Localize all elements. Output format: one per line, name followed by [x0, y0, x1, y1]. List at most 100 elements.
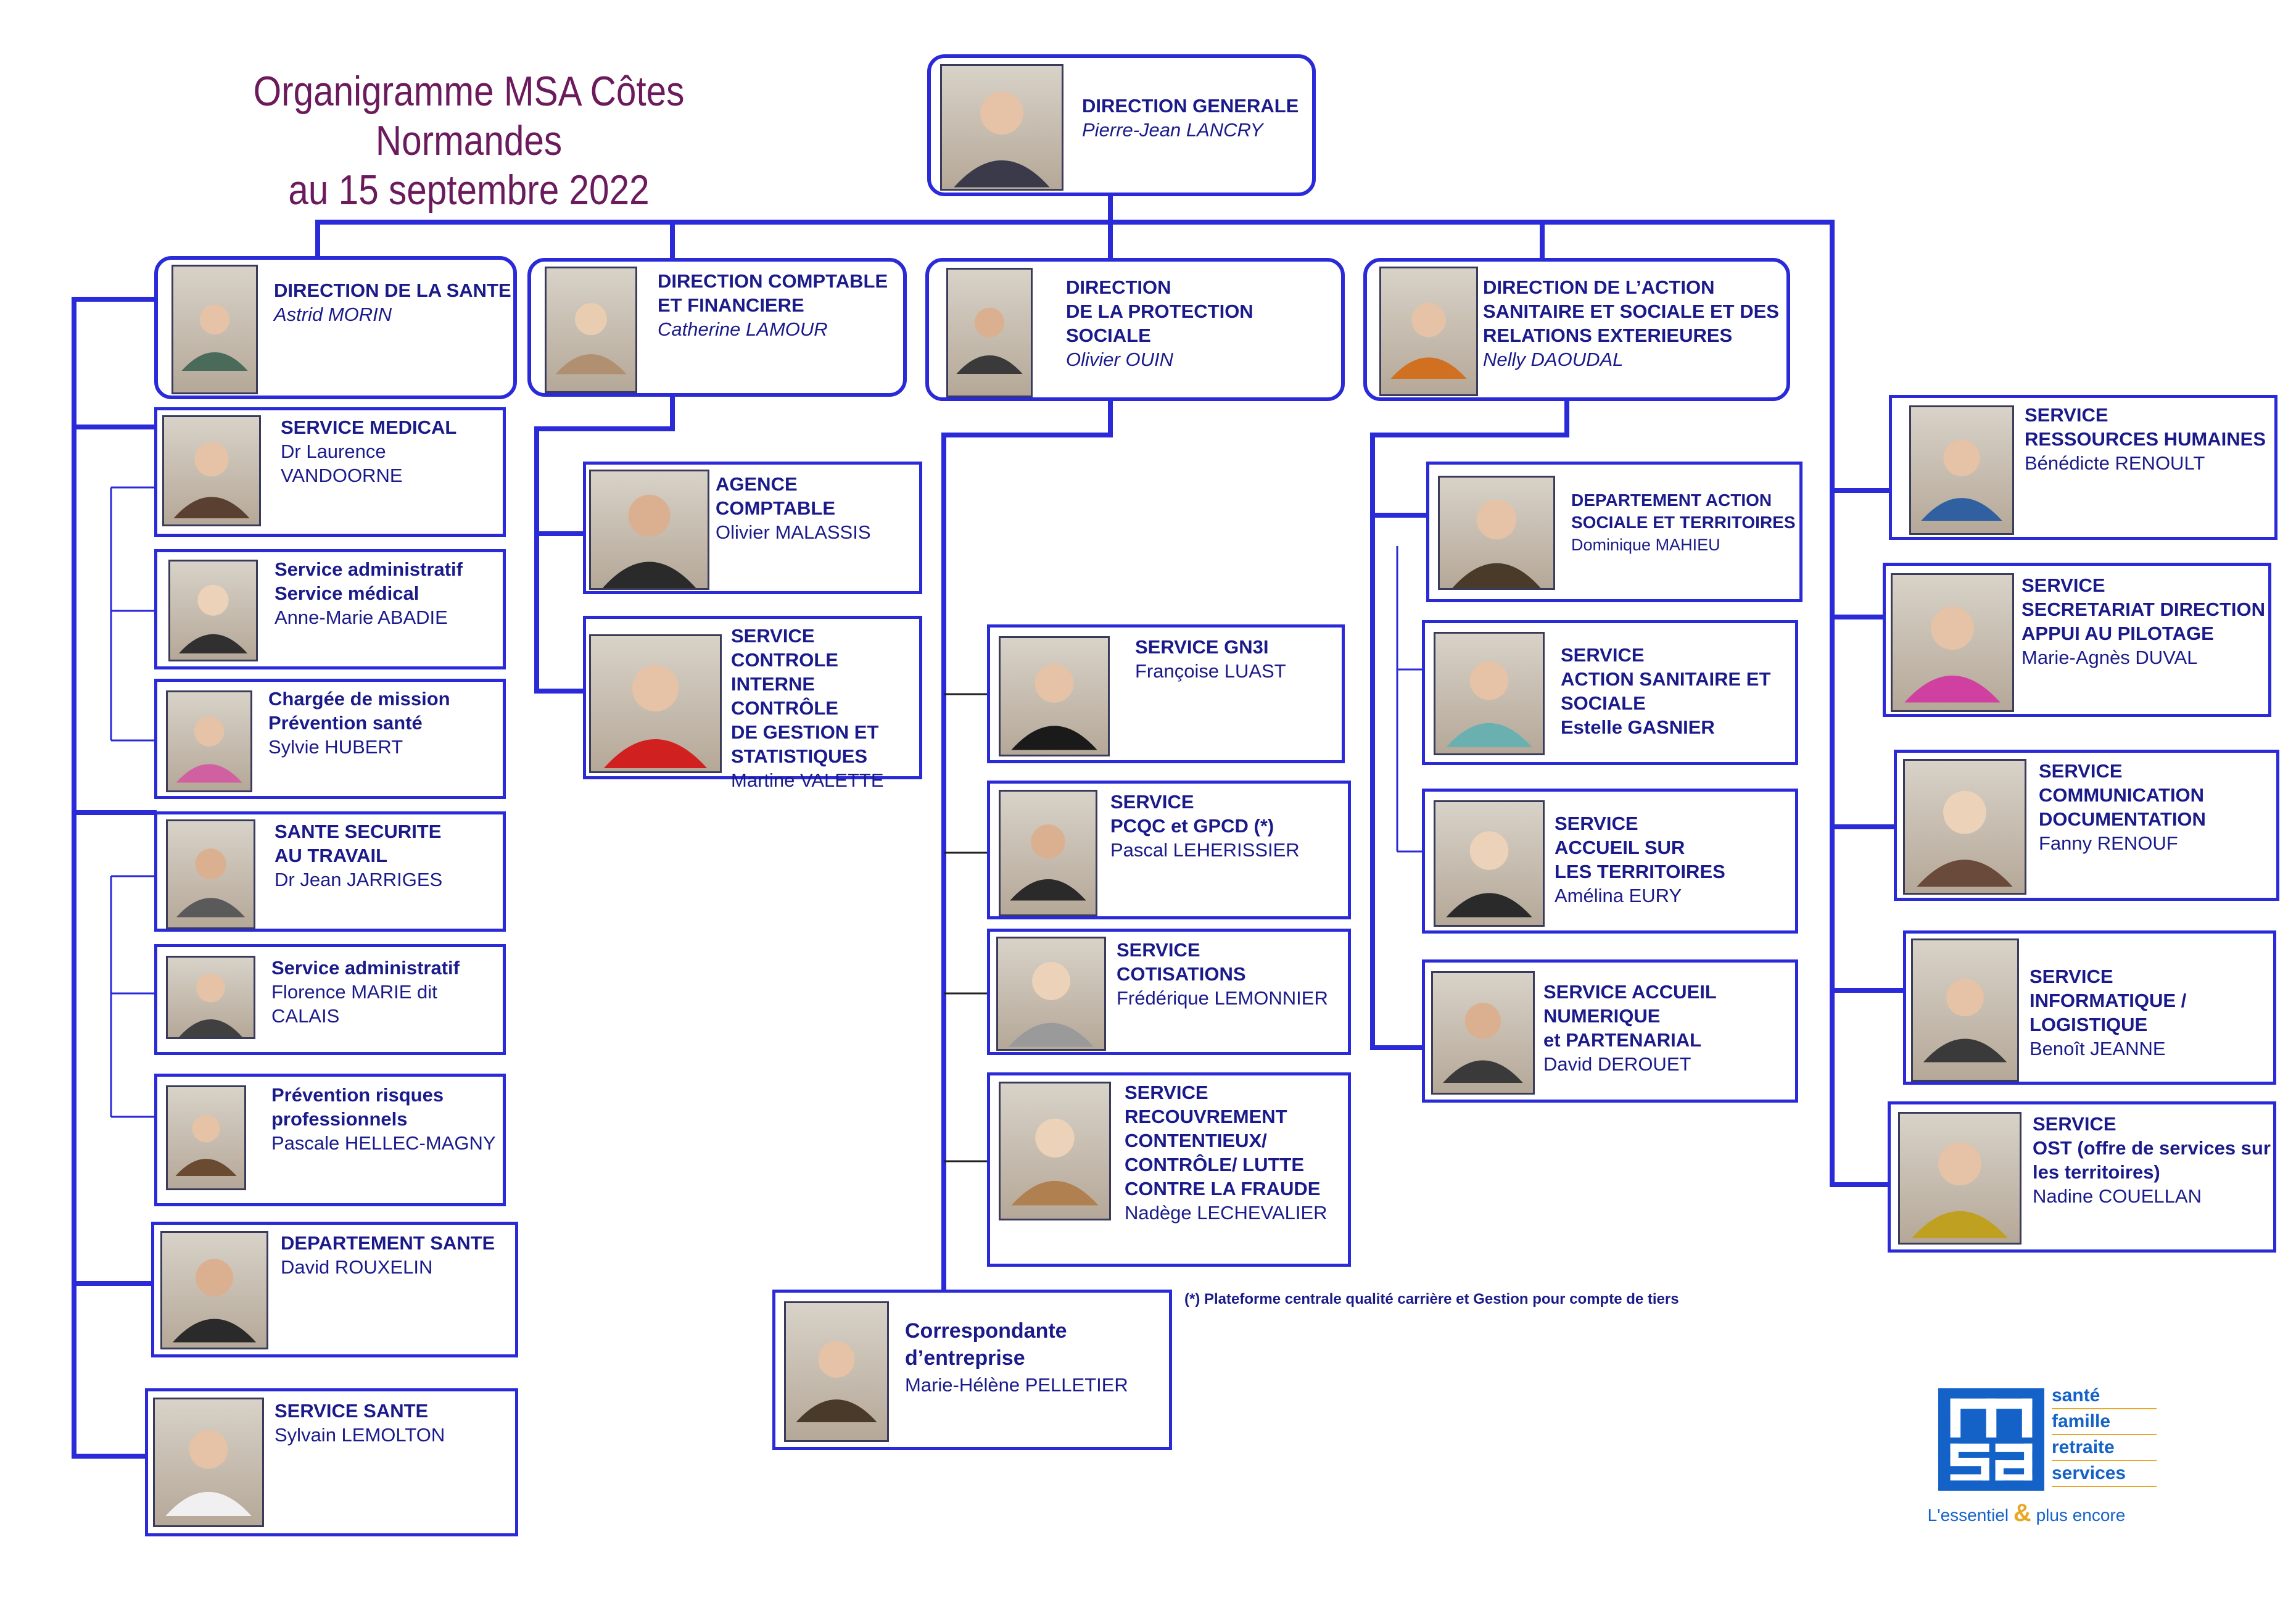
box-title: SERVICE CONTROLE INTERNE CONTRÔLE DE GES… [731, 625, 879, 767]
box-person: Bénédicte RENOULT [2025, 452, 2205, 474]
photo-amelina-eury [1434, 800, 1545, 927]
box-sante-securite-travail: SANTE SECURITE AU TRAVAIL Dr Jean JARRIGE… [154, 811, 506, 932]
box-person: Anne-Marie ABADIE [275, 607, 448, 628]
box-service-accueil-territoires: SERVICE ACCUEIL SUR LES TERRITOIRES Améli… [1422, 789, 1798, 934]
photo-nadege-lechevalier [999, 1082, 1111, 1220]
box-service-secretariat-direction: SERVICE SECRETARIAT DIRECTION APPUI AU P… [1883, 563, 2271, 717]
person-icon [1011, 1118, 1099, 1206]
photo-sylvain-lemolton [153, 1398, 264, 1527]
box-text: SERVICE CONTROLE INTERNE CONTRÔLE DE GES… [731, 624, 919, 792]
photo-francoise-luast [999, 636, 1110, 756]
photo-martine-valette [589, 634, 722, 773]
photo-benedicte-renoult [1909, 405, 2014, 535]
box-title: SANTE SECURITE AU TRAVAIL [275, 821, 442, 866]
person-icon [176, 848, 246, 918]
box-text: SERVICE RECOUVREMENT CONTENTIEUX/ CONTRÔ… [1125, 1080, 1328, 1225]
photo-florence-marie-dit-calais [166, 956, 255, 1039]
box-text: SERVICE PCQC et GPCD (*)Pascal LEHERISSI… [1110, 790, 1300, 862]
msa-icon [1950, 1398, 2033, 1481]
person-icon [165, 1430, 252, 1516]
box-title: DIRECTION GENERALE [1082, 95, 1299, 117]
person-icon [178, 973, 243, 1037]
photo-catherine-lamour [545, 267, 637, 393]
person-icon [602, 494, 696, 588]
box-person: Frédérique LEMONNIER [1117, 987, 1328, 1009]
person-icon [173, 442, 250, 518]
box-person: Olivier MALASSIS [716, 521, 871, 543]
person-icon [954, 91, 1050, 188]
box-person: Nelly DAOUDAL [1483, 349, 1624, 370]
box-departement-action-sociale: DEPARTEMENT ACTION SOCIALE ET TERRITOIRE… [1426, 462, 1803, 602]
box-person: Pascal LEHERISSIER [1110, 839, 1300, 861]
box-person: Marie-Hélène PELLETIER [905, 1374, 1128, 1396]
box-person: Pascale HELLEC-MAGNY [271, 1132, 496, 1154]
person-icon [603, 665, 708, 768]
person-icon [956, 307, 1023, 374]
box-title: Prévention risques professionnels [271, 1084, 444, 1130]
box-title: AGENCE COMPTABLE [716, 473, 836, 519]
box-title: SERVICE GN3I [1135, 636, 1269, 658]
photo-pierre-jean-lancry [940, 64, 1063, 191]
photo-laurence-vandoorne [162, 415, 261, 526]
person-icon [1912, 1142, 2008, 1238]
box-person: Dr Laurence VANDOORNE [281, 441, 403, 486]
msa-logo-mark [1938, 1388, 2044, 1491]
box-title: SERVICE INFORMATIQUE / LOGISTIQUE [2030, 966, 2187, 1035]
chart-title: Organigramme MSA Côtes Normandes au 15 s… [171, 67, 766, 215]
box-title: SERVICE ACCUEIL SUR LES TERRITOIRES [1555, 813, 1725, 882]
box-title: SERVICE COMMUNICATION DOCUMENTATION [2039, 760, 2206, 830]
photo-estelle-gasnier [1434, 632, 1545, 755]
logo-word: santé [2052, 1383, 2157, 1409]
box-title: SERVICE COTISATIONS [1117, 939, 1246, 985]
box-service-accueil-numerique: SERVICE ACCUEIL NUMERIQUE et PARTENARIAL… [1422, 959, 1798, 1103]
box-person: Marie-Agnès DUVAL [2021, 647, 2198, 668]
box-title: DIRECTION DE LA SANTE [274, 280, 511, 301]
box-person: Fanny RENOUF [2039, 832, 2178, 854]
box-title: SERVICE RESSOURCES HUMAINES [2025, 404, 2266, 450]
box-text: DIRECTION DE L’ACTION SANITAIRE ET SOCIA… [1483, 275, 1779, 371]
box-title: DIRECTION DE LA PROTECTION SOCIALE [1066, 276, 1253, 346]
box-title: SERVICE RECOUVREMENT CONTENTIEUX/ CONTRÔ… [1125, 1082, 1321, 1199]
box-title: SERVICE SANTE [275, 1400, 429, 1422]
tagline-pre: L'essentiel [1927, 1506, 2009, 1525]
box-person: Amélina EURY [1555, 885, 1682, 906]
box-text: SERVICE MEDICAL Dr Laurence VANDOORNE [281, 415, 503, 487]
box-text: SERVICE ACTION SANITAIRE ET SOCIALE Este… [1561, 643, 1770, 739]
box-direction-action-sanitaire: DIRECTION DE L’ACTION SANITAIRE ET SOCIA… [1363, 258, 1790, 401]
box-text: SERVICE SECRETARIAT DIRECTION APPUI AU P… [2021, 573, 2265, 669]
box-title: SERVICE MEDICAL [281, 416, 457, 438]
box-person: Dr Jean JARRIGES [275, 869, 443, 890]
logo-word: retraite [2052, 1435, 2157, 1461]
box-person: Sylvain LEMOLTON [275, 1424, 445, 1446]
person-icon [176, 716, 242, 783]
box-person: Pierre-Jean LANCRY [1082, 119, 1263, 141]
box-person: Florence MARIE dit CALAIS [271, 981, 437, 1027]
person-icon [1904, 607, 2001, 703]
box-title: Service administratif [271, 957, 460, 979]
photo-anne-marie-abadie [168, 560, 258, 661]
box-controle-interne: SERVICE CONTROLE INTERNE CONTRÔLE DE GES… [583, 616, 922, 791]
photo-pascal-leherissier [999, 790, 1097, 916]
box-person: David ROUXELIN [281, 1256, 433, 1278]
box-text: DEPARTEMENT ACTION SOCIALE ET TERRITOIRE… [1571, 489, 1796, 556]
logo-word: services [2052, 1461, 2157, 1487]
person-icon [1011, 664, 1097, 750]
msa-logo: santé famille retraite services L'essent… [1875, 1376, 2178, 1536]
